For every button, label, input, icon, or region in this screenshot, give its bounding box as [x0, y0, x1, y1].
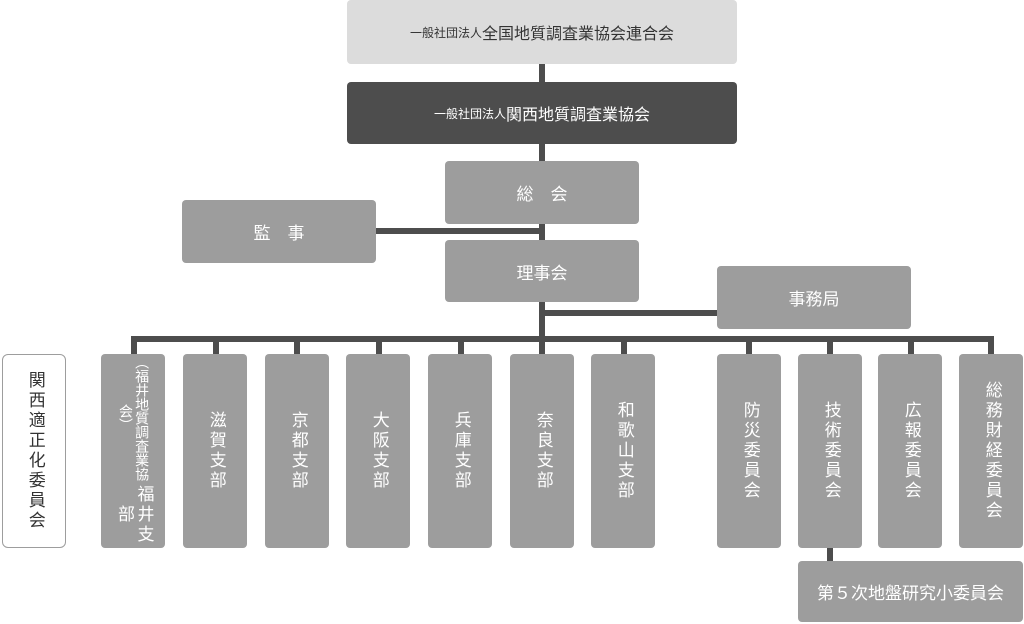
branch-osaka: 大阪支部: [346, 354, 410, 548]
branch-nara-label: 奈良支部: [532, 411, 553, 491]
branch-fukui: （福井地質調査業協会）福井支部: [101, 354, 165, 548]
general-meeting-label: 総 会: [516, 185, 568, 205]
branch-nara: 奈良支部: [510, 354, 574, 548]
subcommittee-label: 第５次地盤研究小委員会: [817, 584, 1004, 604]
committee-pr-label: 広報委員会: [900, 401, 921, 501]
national-prefix: 一般社団法人: [409, 25, 482, 40]
subcommittee-box: 第５次地盤研究小委員会: [798, 561, 1023, 622]
branch-fukui-label: 福井支部: [114, 484, 154, 545]
kansai-name: 関西地質調査業協会: [506, 105, 651, 124]
line-drop-11: [988, 336, 994, 354]
committee-technical-label: 技術委員会: [820, 401, 841, 501]
line-drop-4: [376, 336, 382, 354]
board-box: 理事会: [445, 240, 639, 302]
branch-wakayama-label: 和歌山支部: [613, 401, 634, 501]
line-auditor: [376, 228, 542, 234]
committee-disaster-label: 防災委員会: [739, 401, 760, 501]
branch-hyogo-label: 兵庫支部: [450, 411, 471, 491]
kansai-prefix: 一般社団法人: [433, 106, 506, 121]
auditor-label: 監 事: [253, 224, 305, 244]
branch-shiga: 滋賀支部: [183, 354, 247, 548]
committee-pr: 広報委員会: [878, 354, 942, 548]
line-national-kansai: [539, 64, 545, 82]
line-drop-3: [294, 336, 300, 354]
line-board-main: [539, 302, 545, 354]
line-drop-1: [131, 336, 137, 354]
tekisei-committee-label: 関西適正化委員会: [24, 371, 45, 531]
general-meeting-box: 総 会: [445, 161, 639, 224]
branch-kyoto: 京都支部: [265, 354, 329, 548]
line-subcommittee: [827, 547, 833, 561]
secretariat-box: 事務局: [717, 266, 911, 329]
line-drop-8: [746, 336, 752, 354]
line-drop-2: [213, 336, 219, 354]
committee-general-finance: 総務財経委員会: [959, 354, 1023, 548]
board-label: 理事会: [516, 263, 568, 284]
line-drop-5: [458, 336, 464, 354]
line-secretariat: [542, 310, 720, 316]
committee-technical: 技術委員会: [798, 354, 862, 548]
line-horizontal-bus: [131, 336, 994, 342]
national-name: 全国地質調査業協会連合会: [482, 24, 675, 43]
line-drop-9: [827, 336, 833, 354]
branch-hyogo: 兵庫支部: [428, 354, 492, 548]
tekisei-committee-box: 関西適正化委員会: [2, 354, 66, 548]
kansai-association-box: 一般社団法人関西地質調査業協会: [347, 82, 737, 144]
secretariat-label: 事務局: [788, 290, 840, 310]
committee-disaster: 防災委員会: [717, 354, 781, 548]
branch-osaka-label: 大阪支部: [368, 411, 389, 491]
line-general-board: [539, 224, 545, 242]
branch-shiga-label: 滋賀支部: [205, 411, 226, 491]
line-drop-7: [621, 336, 627, 354]
line-drop-10: [908, 336, 914, 354]
branch-fukui-sub: （福井地質調査業協会）: [117, 354, 150, 481]
committee-general-finance-label: 総務財経委員会: [981, 381, 1002, 521]
line-kansai-general: [539, 144, 545, 161]
national-federation-box: 一般社団法人全国地質調査業協会連合会: [347, 0, 737, 64]
branch-wakayama: 和歌山支部: [591, 354, 655, 548]
branch-kyoto-label: 京都支部: [287, 411, 308, 491]
auditor-box: 監 事: [182, 200, 376, 263]
